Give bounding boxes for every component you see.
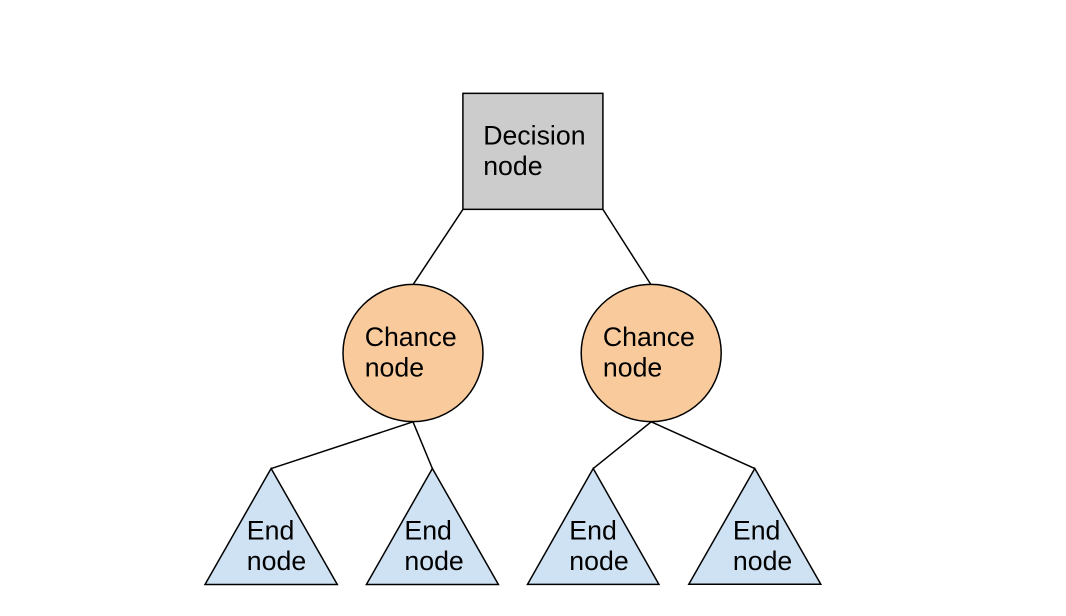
svg-text:node: node bbox=[404, 546, 463, 576]
svg-text:End: End bbox=[247, 516, 294, 546]
svg-text:node: node bbox=[365, 353, 424, 383]
svg-text:node: node bbox=[569, 546, 628, 576]
svg-text:Decision: Decision bbox=[483, 120, 585, 150]
svg-text:End: End bbox=[569, 516, 617, 546]
svg-text:Chance: Chance bbox=[603, 322, 695, 352]
svg-text:node: node bbox=[247, 546, 306, 576]
svg-text:End: End bbox=[404, 516, 452, 546]
svg-text:Chance: Chance bbox=[365, 322, 457, 352]
svg-text:node: node bbox=[733, 546, 792, 576]
svg-text:node: node bbox=[483, 151, 542, 181]
svg-text:End: End bbox=[733, 516, 781, 546]
svg-text:node: node bbox=[603, 353, 662, 383]
